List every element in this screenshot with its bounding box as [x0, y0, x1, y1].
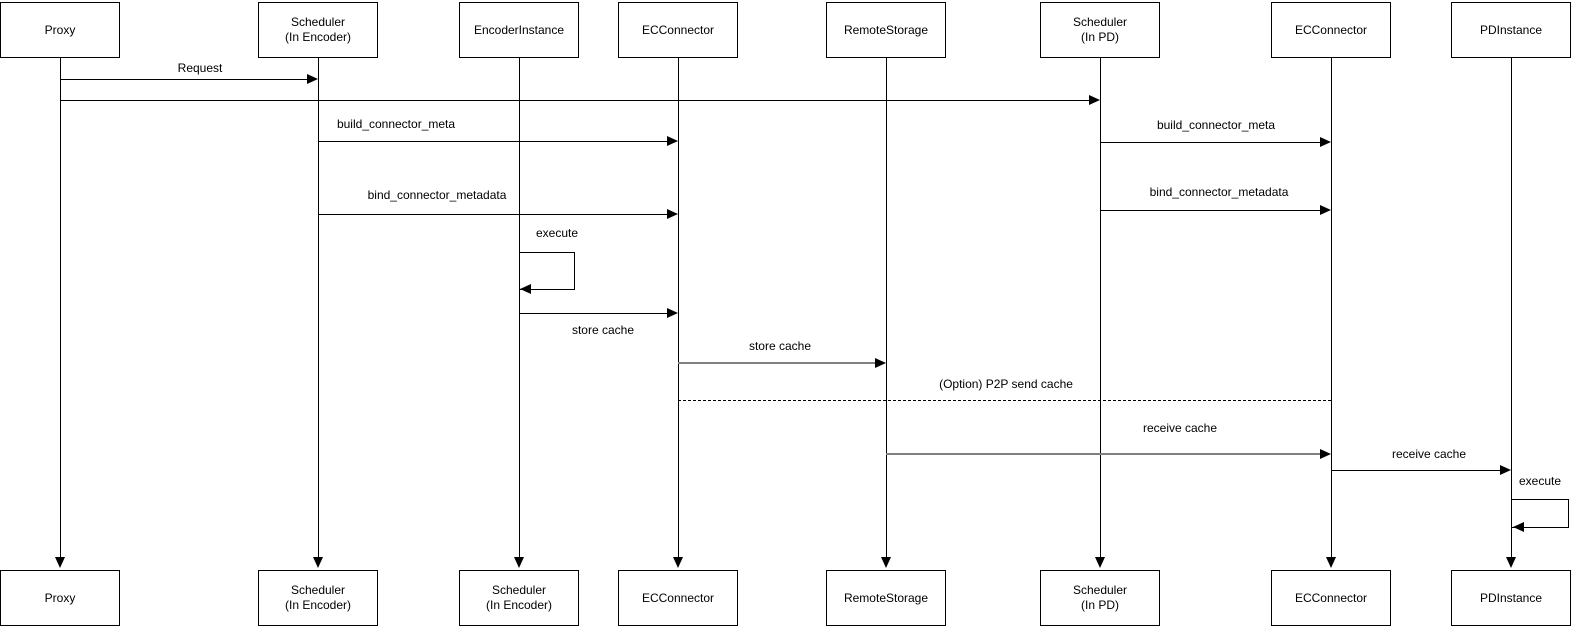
lifeline-end-arrow-icon	[1506, 557, 1516, 568]
message-arrowhead-icon	[1320, 205, 1331, 215]
message-line	[1100, 142, 1320, 143]
message-line	[318, 214, 667, 215]
participant-bottom-proxy: Proxy	[0, 570, 120, 626]
participant-bottom-ecconnector-2: ECConnector	[1271, 570, 1391, 626]
participant-bottom-scheduler-encoder: Scheduler(In Encoder)	[258, 570, 378, 626]
message-line	[886, 453, 1320, 455]
message-arrowhead-icon	[1513, 522, 1524, 532]
participant-top-scheduler-encoder: Scheduler(In Encoder)	[258, 2, 378, 58]
message-arrowhead-icon	[1320, 137, 1331, 147]
message-label: execute	[1516, 474, 1564, 488]
participant-top-ecconnector-2: ECConnector	[1271, 2, 1391, 58]
message-label: bind_connector_metadata	[365, 188, 509, 202]
self-loop-line	[519, 252, 575, 290]
participant-top-scheduler-pd: Scheduler(In PD)	[1040, 2, 1160, 58]
message-label: Request	[175, 61, 225, 75]
message-arrowhead-icon	[667, 136, 678, 146]
lifeline-end-arrow-icon	[514, 557, 524, 568]
message-arrowhead-icon	[875, 358, 886, 368]
message-label: store cache	[746, 339, 814, 353]
message-arrowhead-icon	[307, 74, 318, 84]
lifeline-scheduler-encoder	[318, 58, 319, 558]
lifeline-pd-instance	[1511, 58, 1512, 558]
lifeline-ecconnector-2	[1331, 58, 1332, 558]
lifeline-proxy	[60, 58, 61, 558]
lifeline-end-arrow-icon	[673, 557, 683, 568]
message-line	[1100, 210, 1320, 211]
lifeline-remote-storage	[886, 58, 887, 558]
participant-bottom-pd-instance: PDInstance	[1451, 570, 1571, 626]
message-arrowhead-icon	[1500, 465, 1511, 475]
message-label: build_connector_meta	[334, 117, 458, 131]
lifeline-end-arrow-icon	[881, 557, 891, 568]
message-line	[60, 79, 308, 80]
participant-top-ecconnector-1: ECConnector	[618, 2, 738, 58]
participant-bottom-scheduler-pd: Scheduler(In PD)	[1040, 570, 1160, 626]
message-line	[678, 362, 875, 364]
message-line	[1331, 470, 1500, 471]
participant-top-pd-instance: PDInstance	[1451, 2, 1571, 58]
message-line	[60, 100, 1089, 101]
message-arrowhead-icon	[667, 308, 678, 318]
participant-bottom-ecconnector-1: ECConnector	[618, 570, 738, 626]
lifeline-ecconnector-1	[678, 58, 679, 558]
message-arrowhead-icon	[667, 209, 678, 219]
message-label: receive cache	[1389, 447, 1469, 461]
lifeline-encoder-instance	[519, 58, 520, 558]
self-loop-line	[1512, 499, 1569, 528]
message-label: bind_connector_metadata	[1147, 185, 1291, 199]
message-label: execute	[533, 226, 581, 240]
message-arrowhead-icon	[520, 284, 531, 294]
message-arrowhead-icon	[1320, 449, 1331, 459]
message-line	[519, 313, 667, 314]
lifeline-end-arrow-icon	[55, 557, 65, 568]
lifeline-scheduler-pd	[1100, 58, 1101, 558]
participant-bottom-remote-storage: RemoteStorage	[826, 570, 946, 626]
message-label: build_connector_meta	[1154, 118, 1278, 132]
participant-top-proxy: Proxy	[0, 2, 120, 58]
lifeline-end-arrow-icon	[1095, 557, 1105, 568]
lifeline-end-arrow-icon	[313, 557, 323, 568]
message-label: (Option) P2P send cache	[937, 377, 1075, 391]
message-label: receive cache	[1140, 421, 1220, 435]
message-label: store cache	[569, 323, 637, 337]
message-line	[678, 400, 1331, 401]
participant-top-encoder-instance: EncoderInstance	[459, 2, 579, 58]
participant-top-remote-storage: RemoteStorage	[826, 2, 946, 58]
message-line	[318, 141, 667, 142]
participant-bottom-encoder-instance: Scheduler(In Encoder)	[459, 570, 579, 626]
message-arrowhead-icon	[1089, 95, 1100, 105]
lifeline-end-arrow-icon	[1326, 557, 1336, 568]
